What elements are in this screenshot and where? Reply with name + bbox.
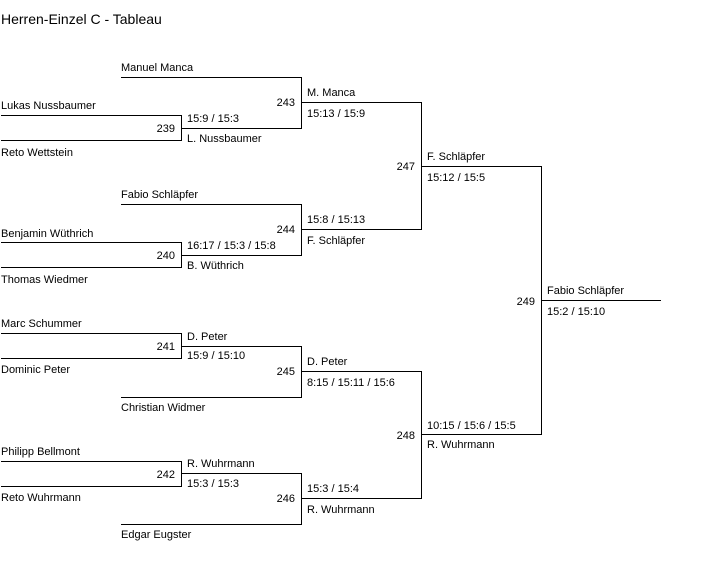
match-winner: M. Manca — [307, 87, 356, 99]
player-name: Reto Wuhrmann — [1, 492, 81, 504]
bracket-line-242 — [1, 461, 182, 487]
match-score: 16:17 / 15:3 / 15:8 — [187, 240, 276, 252]
player-name: Dominic Peter — [1, 364, 70, 376]
match-number: 243 — [277, 97, 295, 109]
match-score: 15:8 / 15:13 — [307, 214, 365, 226]
match-score: 15:3 / 15:4 — [307, 483, 359, 495]
champion-name: Fabio Schläpfer — [547, 285, 624, 297]
match-winner: F. Schläpfer — [307, 235, 365, 247]
match-number: 244 — [277, 224, 295, 236]
match-score: 15:12 / 15:5 — [427, 172, 485, 184]
match-winner: D. Peter — [307, 356, 348, 368]
match-number: 239 — [157, 123, 175, 135]
match-number: 242 — [157, 469, 175, 481]
player-name: Marc Schummer — [1, 318, 82, 330]
match-winner: R. Wuhrmann — [187, 458, 255, 470]
bracket-line-239 — [1, 115, 182, 141]
player-name: Lukas Nussbaumer — [1, 100, 96, 112]
match-number: 245 — [277, 366, 295, 378]
player-name: Manuel Manca — [121, 62, 194, 74]
bracket-line-240 — [1, 242, 182, 268]
page-title: Herren-Einzel C - Tableau — [1, 11, 162, 27]
match-number: 248 — [397, 430, 415, 442]
match-score: 8:15 / 15:11 / 15:6 — [307, 377, 395, 389]
player-name: Edgar Eugster — [121, 529, 192, 541]
match-winner: D. Peter — [187, 331, 228, 343]
bracket-lines — [1, 77, 661, 525]
match-number: 240 — [157, 250, 175, 262]
match-score: 15:9 / 15:3 — [187, 113, 239, 125]
player-name: Christian Widmer — [121, 402, 206, 414]
match-winner: L. Nussbaumer — [187, 133, 262, 145]
player-name: Benjamin Wüthrich — [1, 228, 93, 240]
match-number: 249 — [517, 296, 535, 308]
player-name: Fabio Schläpfer — [121, 189, 198, 201]
match-score: 15:3 / 15:3 — [187, 478, 239, 490]
match-score: 10:15 / 15:6 / 15:5 — [427, 420, 516, 432]
match-winner: F. Schläpfer — [427, 151, 485, 163]
match-number: 247 — [397, 161, 415, 173]
match-number: 246 — [277, 493, 295, 505]
bracket-line-241 — [1, 333, 182, 359]
player-name: Thomas Wiedmer — [1, 274, 88, 286]
match-number: 241 — [157, 341, 175, 353]
match-score: 15:13 / 15:9 — [307, 108, 365, 120]
match-winner: B. Wüthrich — [187, 260, 244, 272]
player-name: Philipp Bellmont — [1, 446, 80, 458]
match-winner: R. Wuhrmann — [427, 439, 495, 451]
match-score: 15:2 / 15:10 — [547, 306, 605, 318]
match-score: 15:9 / 15:10 — [187, 350, 245, 362]
match-winner: R. Wuhrmann — [307, 504, 375, 516]
player-name: Reto Wettstein — [1, 147, 73, 159]
